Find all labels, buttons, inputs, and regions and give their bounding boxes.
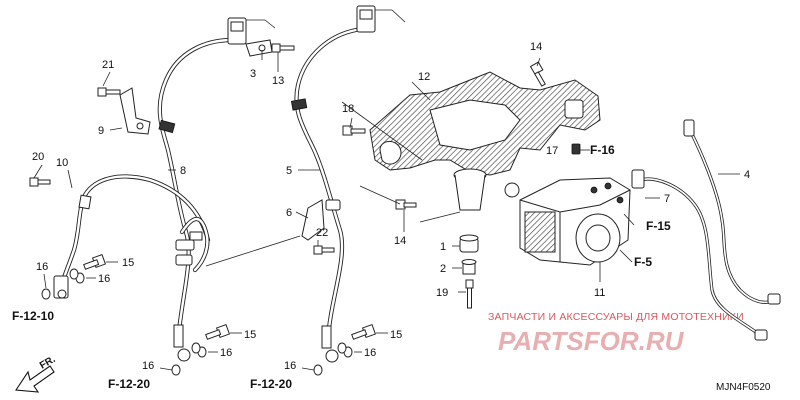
watermark-logo: PARTSFOR.RU	[498, 326, 685, 356]
stay-3	[245, 39, 273, 57]
bolt-20	[29, 177, 51, 187]
callout-8: 8	[180, 165, 186, 177]
front-direction-arrow: FR.	[15, 354, 58, 393]
callout-16-d: 16	[142, 360, 154, 372]
front-marker-label: FR.	[38, 354, 58, 372]
callout-16-b: 16	[98, 273, 110, 285]
ref-f12-20-left[interactable]: F-12-20	[108, 377, 150, 391]
callout-15-right: 15	[390, 329, 402, 341]
callout-11: 11	[594, 287, 605, 299]
bolt-18	[342, 125, 366, 136]
ref-f15[interactable]: F-15	[646, 219, 671, 233]
bolt-22	[313, 245, 335, 255]
grommet-1	[459, 234, 479, 253]
callout-1: 1	[440, 241, 446, 253]
callout-18: 18	[342, 103, 354, 115]
callout-22: 22	[316, 227, 328, 239]
callout-4: 4	[744, 169, 750, 181]
bolt-14-top	[529, 61, 546, 87]
figure-references: F-16 F-15 F-5 F-12-10 F-12-20 F-12-20	[12, 143, 671, 391]
callout-15-mid: 15	[244, 329, 256, 341]
ref-f12-10[interactable]: F-12-10	[12, 309, 54, 323]
callout-12: 12	[418, 71, 430, 83]
bolt-21	[97, 87, 121, 97]
callout-7: 7	[664, 193, 670, 205]
callout-14-top: 14	[530, 41, 542, 53]
ref-f16[interactable]: F-16	[590, 143, 615, 157]
callout-10: 10	[56, 157, 68, 169]
callout-2: 2	[440, 263, 446, 275]
ref-f12-20-right[interactable]: F-12-20	[250, 377, 292, 391]
callout-5: 5	[286, 165, 292, 177]
callout-9: 9	[98, 125, 104, 137]
callout-6: 6	[286, 207, 292, 219]
callout-17: 17	[546, 145, 558, 157]
brake-pipe-4	[683, 119, 781, 305]
callout-21: 21	[102, 59, 114, 71]
callout-16-a: 16	[36, 261, 48, 273]
callout-20: 20	[32, 151, 44, 163]
banjo-bolt-15-mid	[205, 323, 231, 340]
callout-16-c: 16	[220, 347, 232, 359]
hose-clamp-9	[119, 87, 151, 135]
abs-modulator-11	[519, 177, 631, 266]
brake-pipe-7	[631, 169, 768, 341]
bolt-13	[271, 43, 295, 53]
diagram-code: MJN4F0520	[716, 382, 771, 393]
hose-clamp-6	[301, 199, 325, 241]
bolt-19	[465, 279, 474, 309]
bolt-14-left	[395, 199, 417, 210]
callout-numbers: 1 2 3 4 5 6 7 8 9 10 11 12 13 14 14 15 1…	[32, 41, 750, 372]
collar-2	[461, 259, 477, 275]
callout-15-left: 15	[122, 257, 134, 269]
callout-19: 19	[436, 287, 448, 299]
callout-14-left: 14	[394, 235, 406, 247]
banjo-bolt-15-right	[351, 323, 377, 340]
ref-f5[interactable]: F-5	[634, 255, 652, 269]
brake-hose-5	[290, 5, 376, 363]
clip-17	[571, 143, 581, 155]
brake-hose-10	[53, 174, 211, 299]
callout-16-f: 16	[284, 360, 296, 372]
sealing-washers-16	[41, 268, 353, 376]
callout-16-e: 16	[364, 347, 376, 359]
callout-3: 3	[250, 68, 256, 80]
leader-lines	[33, 50, 740, 371]
callout-13: 13	[272, 75, 284, 87]
watermark-tagline: ЗАПЧАСТИ И АКСЕССУАРЫ ДЛЯ МОТОТЕХНИКИ	[488, 311, 744, 323]
banjo-bolt-15-left	[83, 253, 107, 270]
